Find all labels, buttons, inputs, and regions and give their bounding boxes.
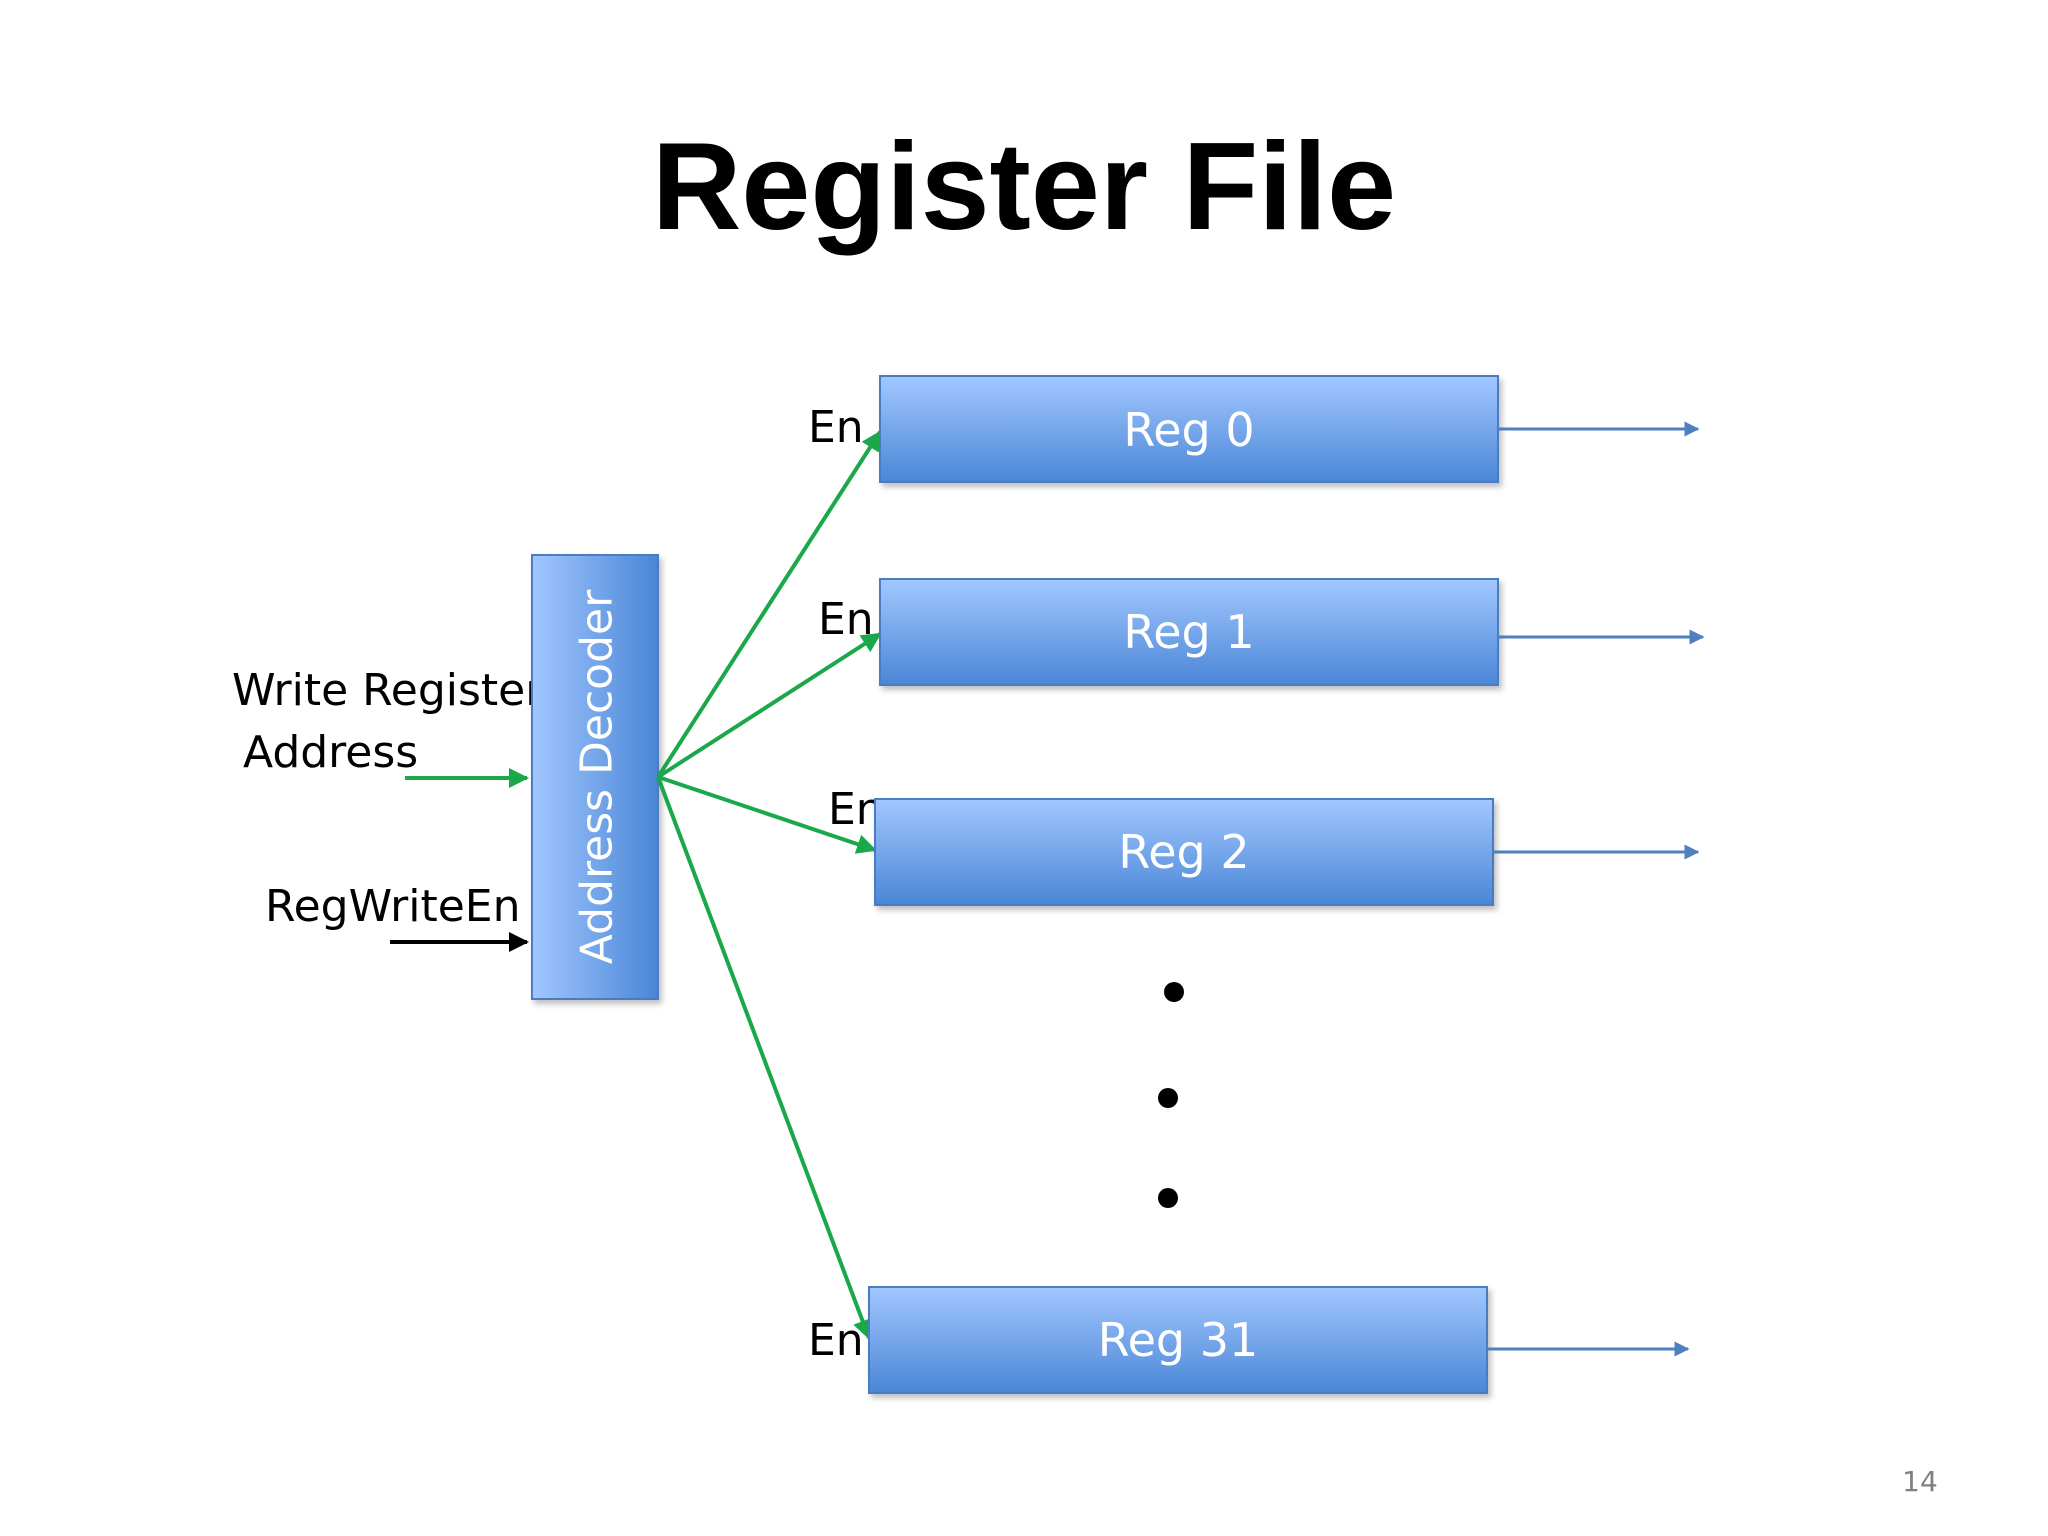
enable-label-reg31: En <box>808 1315 864 1366</box>
slide-title: Register File <box>651 118 1397 256</box>
register-box-reg31: Reg 31 <box>868 1286 1488 1394</box>
write-register-label: Write Register <box>232 665 544 716</box>
register-box-reg1: Reg 1 <box>879 578 1499 686</box>
register-label: Reg 0 <box>1123 403 1254 457</box>
register-box-reg0: Reg 0 <box>879 375 1499 483</box>
enable-label-reg1: En <box>818 594 874 645</box>
page-number: 14 <box>1902 1465 1938 1498</box>
address-decoder: Address Decoder <box>531 554 659 1000</box>
register-label: Reg 2 <box>1118 825 1249 879</box>
ellipsis-dot <box>1158 1088 1178 1108</box>
enable-label-reg0: En <box>808 402 864 453</box>
enable-line-reg31 <box>656 776 873 1340</box>
enable-line-reg2 <box>657 775 877 854</box>
register-label: Reg 1 <box>1123 605 1254 659</box>
register-label: Reg 31 <box>1098 1313 1259 1367</box>
ellipsis-dot <box>1158 1188 1178 1208</box>
enable-line-reg0 <box>656 430 882 779</box>
enable-line-reg1 <box>656 632 882 779</box>
address-decoder-label: Address Decoder <box>572 589 623 964</box>
regwriteen-label: RegWriteEn <box>265 881 520 932</box>
address-label: Address <box>243 727 418 778</box>
ellipsis-dot <box>1164 982 1184 1002</box>
register-box-reg2: Reg 2 <box>874 798 1494 906</box>
